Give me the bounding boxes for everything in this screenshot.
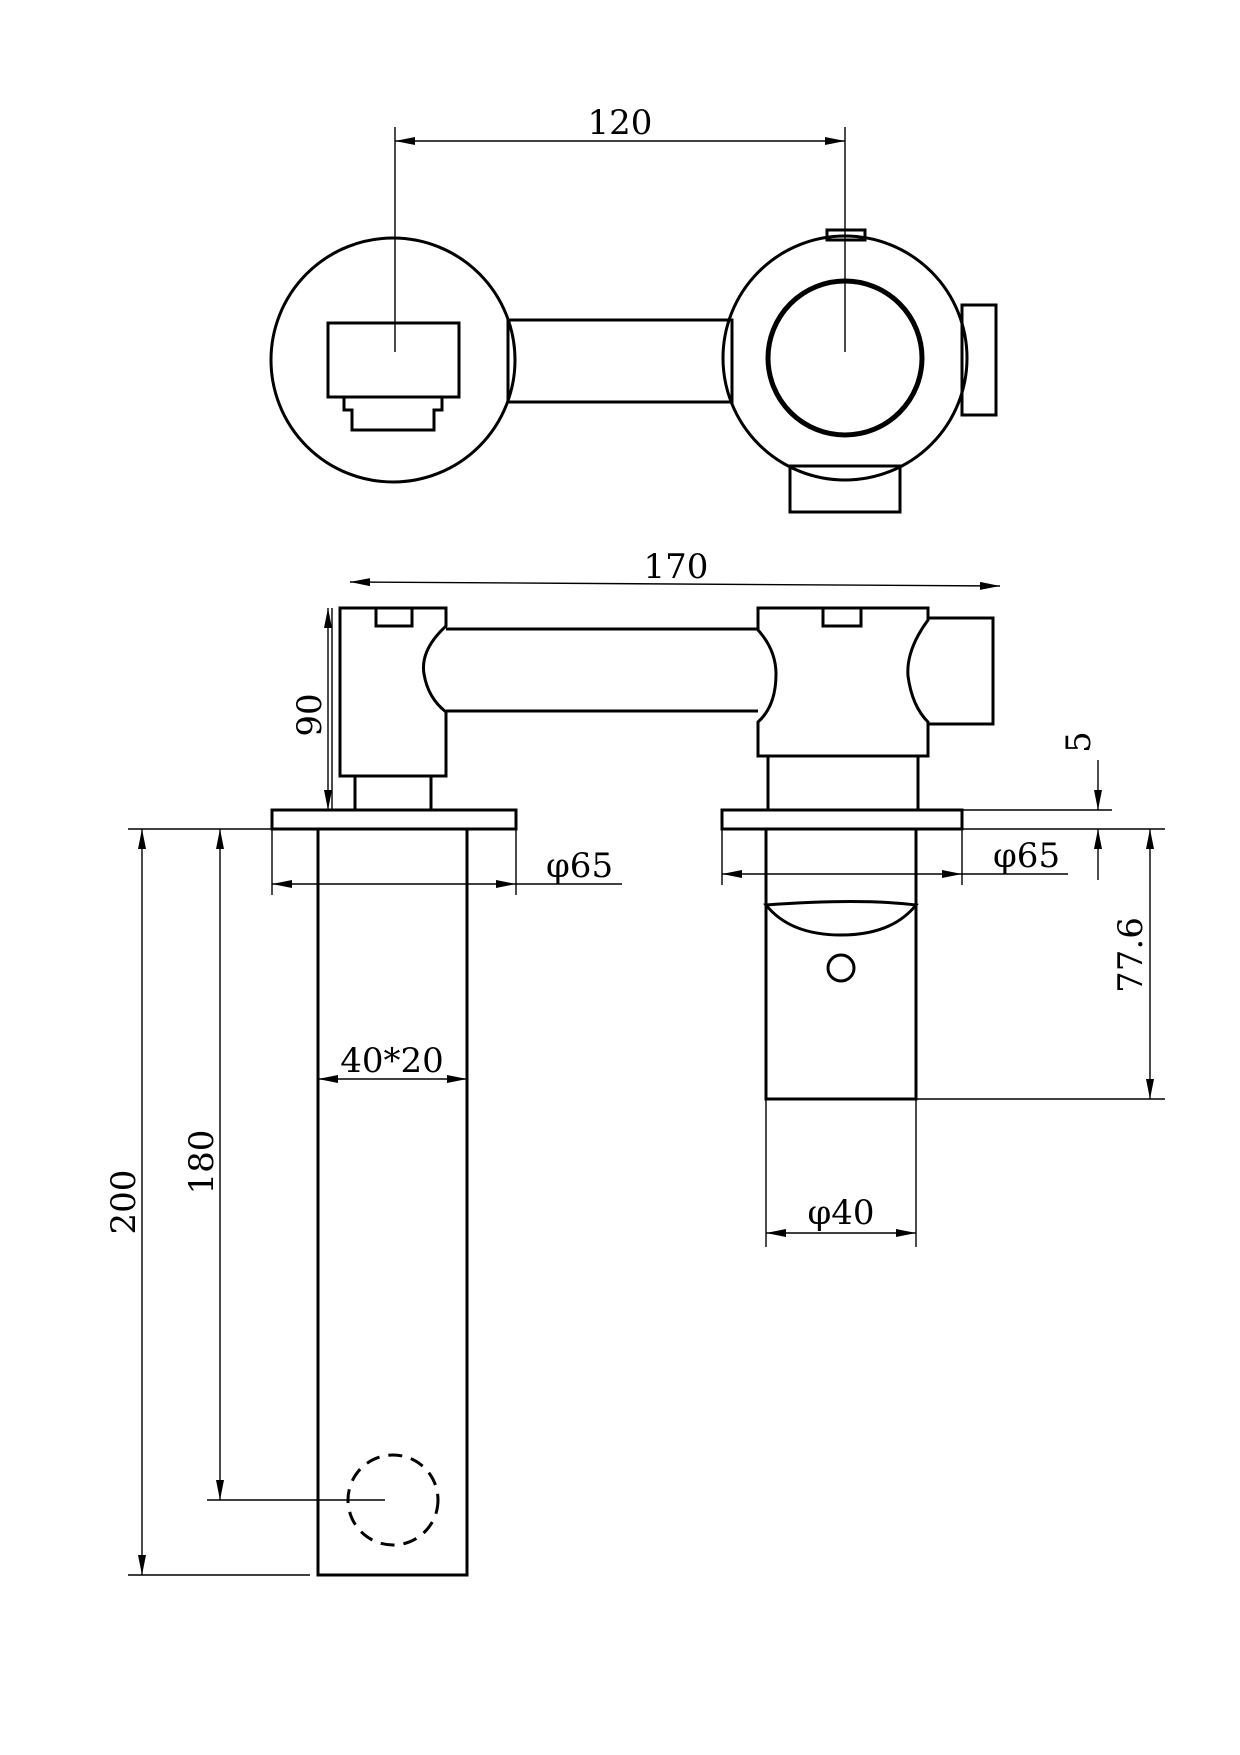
dim-handle-height-label: 77.6 — [1111, 917, 1151, 993]
spout-outlet-step — [342, 397, 444, 432]
mixer-body-top-notch — [821, 606, 863, 628]
spout-body-neck — [353, 774, 433, 812]
mixer-handle — [764, 829, 918, 1101]
mixer-bottom-block — [788, 464, 902, 514]
dim-top-spacing-label: 120 — [588, 103, 653, 143]
mixer-top-knob — [825, 228, 867, 242]
front-view: 170 90 φ65 — [104, 547, 1165, 1577]
dim-flange-thick-label: 5 — [1059, 731, 1099, 753]
spout-body-top-notch — [374, 606, 414, 628]
top-view: 120 — [269, 103, 998, 514]
dim-flange-left-label: φ65 — [546, 846, 613, 886]
mixer-handle-curve — [763, 900, 919, 937]
mixer-body — [756, 606, 930, 758]
dim-flange-right-label: φ65 — [993, 836, 1060, 876]
dim-body-height-label: 90 — [290, 693, 330, 736]
dim-total-width-line — [349, 578, 1001, 590]
mixer-flange — [720, 808, 964, 831]
spout-outlet-rect — [326, 321, 461, 399]
dim-spout-section-label: 40*20 — [340, 1041, 444, 1081]
spout-rosette-circle — [269, 236, 517, 484]
mixer-body-neck — [766, 754, 920, 812]
spout-pipe — [316, 827, 469, 1577]
dim-spout-length-outlet-label: 180 — [182, 1130, 222, 1195]
mixer-side-cap — [928, 616, 995, 726]
mixer-handle-dot — [826, 953, 856, 983]
dim-spout-length-total-label: 200 — [104, 1170, 144, 1235]
dim-handle-dia-label: φ40 — [807, 1193, 874, 1233]
spout-flange — [270, 808, 518, 831]
dim-total-width-label: 170 — [644, 547, 709, 587]
connecting-pipe-front — [446, 627, 758, 713]
mixer-side-block — [960, 303, 998, 417]
spout-body — [338, 606, 448, 778]
connecting-pipe-top — [506, 318, 734, 404]
